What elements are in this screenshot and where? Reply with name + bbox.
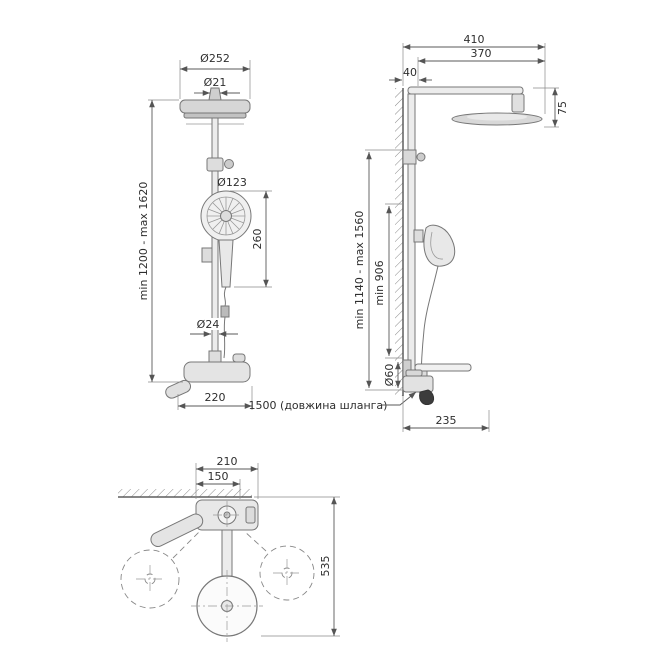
- dim-front-height-range: min 1200 - max 1620: [137, 182, 150, 301]
- dim-side-depth: 235: [436, 414, 457, 427]
- dim-side-head-drop: 75: [556, 101, 569, 115]
- dim-side-escutcheon-diameter: Ø60: [383, 364, 396, 387]
- mixer-handle-front: [165, 379, 192, 399]
- side-view: 410 370 40 75 min 1140 - max 1560 m: [249, 33, 569, 432]
- dim-side-reach: 370: [471, 47, 492, 60]
- dim-top-swing-depth: 535: [319, 556, 332, 577]
- overhead-shower-side: [451, 112, 543, 126]
- dim-front-head-diameter: Ø252: [200, 52, 230, 65]
- shelf-side: [414, 363, 472, 378]
- dim-side-min-height: min 906: [373, 260, 386, 305]
- dim-side-reach-total: 410: [464, 33, 485, 46]
- arm-stub: [208, 87, 222, 101]
- riser-and-arm-side: [407, 86, 525, 393]
- wall-hatch-top: [118, 489, 252, 497]
- dim-front-handshower-length: 260: [251, 229, 264, 250]
- dim-top-centers: 150: [208, 470, 229, 483]
- overhead-shower-front: [179, 99, 251, 125]
- dim-front-mixer-width: 220: [205, 391, 226, 404]
- handshower-top: [191, 570, 263, 642]
- wall-bracket-side: [402, 149, 426, 165]
- handshower-swing-left: [120, 531, 200, 609]
- hand-shower-front: [200, 190, 252, 359]
- hose-note-leader: [382, 391, 417, 406]
- spout-side: [419, 389, 435, 405]
- front-view: Ø252 Ø21 Ø123: [137, 52, 272, 410]
- dim-side-hose-length-note: 1500 (довжина шланга): [249, 399, 388, 412]
- mixer-front: [165, 350, 251, 399]
- handshower-stem-top: [221, 529, 233, 577]
- dim-front-arm-diameter: Ø21: [204, 76, 227, 89]
- slide-bracket-front: [206, 157, 234, 172]
- wall-hatch-side: [395, 88, 403, 396]
- dim-side-height-range: min 1140 - max 1560: [353, 211, 366, 330]
- dim-front-pipe-diameter: Ø24: [197, 318, 220, 331]
- dim-front-handshower-diameter: Ø123: [217, 176, 247, 189]
- dim-side-wall-gap: 40: [403, 66, 417, 79]
- dim-top-body-width: 210: [217, 455, 238, 468]
- mixer-handle-top: [150, 513, 204, 547]
- hand-shower-side: [413, 224, 456, 385]
- mixer-side: [402, 369, 435, 405]
- top-view: 210 150: [118, 455, 340, 642]
- handshower-swing-right: [243, 530, 315, 601]
- mixer-top: [150, 499, 259, 577]
